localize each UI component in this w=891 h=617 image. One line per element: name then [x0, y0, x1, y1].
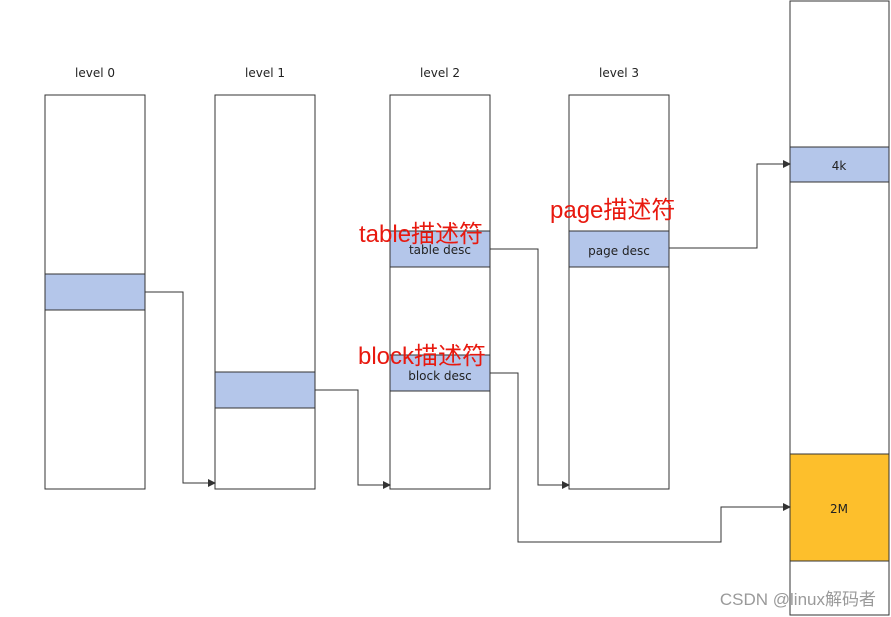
level-2-table [389, 94, 491, 490]
level-0-entry [44, 273, 146, 311]
level-2-label: level 2 [420, 66, 460, 80]
level-1-entry [214, 371, 316, 409]
block-descriptor-annotation: block描述符 [358, 343, 486, 370]
block-2m [789, 453, 890, 562]
level-1-label: level 1 [245, 66, 285, 80]
arrow-table-desc-to-l3 [490, 248, 570, 489]
table-desc-entry [389, 230, 491, 268]
page-descriptor-annotation: page描述符 [550, 197, 675, 224]
arrow-block-desc-to-2m [490, 372, 791, 543]
page-4k [789, 146, 890, 183]
table-descriptor-annotation: table描述符 [359, 221, 483, 248]
level-0-label: level 0 [75, 66, 115, 80]
level-3-label: level 3 [599, 66, 639, 80]
arrow-page-desc-to-4k [669, 160, 791, 249]
page-desc-entry [568, 230, 670, 268]
block-desc-label: block desc [408, 369, 472, 383]
page-desc-label: page desc [588, 244, 650, 258]
level-1-table [214, 94, 316, 490]
arrow-l1-to-l2 [315, 389, 391, 489]
block-2m-label: 2M [830, 502, 848, 516]
table-desc-label: table desc [409, 243, 471, 257]
watermark: CSDN @linux解码者 [720, 590, 876, 609]
page-4k-label: 4k [832, 159, 847, 173]
arrow-l0-to-l1 [145, 291, 216, 487]
level-3-table [568, 94, 670, 490]
